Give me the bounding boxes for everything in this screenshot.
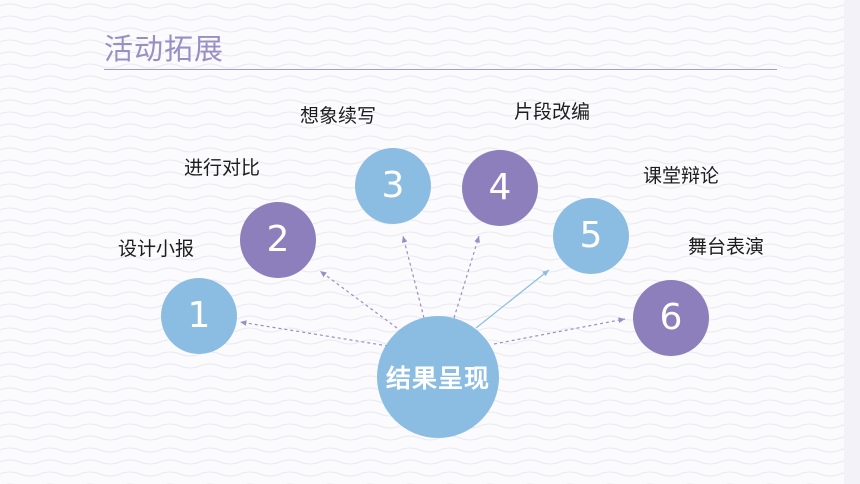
arrow-to-node-4 [453, 235, 480, 319]
hub-label: 结果呈现 [385, 364, 490, 393]
node-4: 4 [462, 150, 538, 226]
node-5-number: 5 [579, 215, 603, 256]
node-4-label: 片段改编 [514, 101, 591, 123]
node-3: 3 [355, 148, 431, 224]
arrow-to-node-3 [401, 235, 425, 319]
node-5: 5 [553, 198, 629, 274]
slide-title: 活动拓展 [104, 32, 225, 66]
arrow-to-node-1 [239, 320, 389, 347]
arrow-to-node-2 [319, 270, 398, 329]
node-6-number: 6 [659, 297, 683, 338]
hub-result-circle: 结果呈现 [377, 316, 499, 438]
node-3-number: 3 [381, 165, 405, 206]
node-2: 2 [240, 202, 316, 278]
node-6: 6 [633, 280, 709, 356]
node-2-label: 进行对比 [184, 157, 261, 179]
node-4-number: 4 [488, 167, 512, 208]
right-page-strip [844, 0, 860, 484]
arrow-to-node-5 [475, 269, 550, 329]
arrow-to-node-6 [493, 317, 626, 345]
node-1-number: 1 [187, 295, 211, 336]
node-1-label: 设计小报 [118, 238, 195, 260]
node-6-label: 舞台表演 [688, 236, 765, 258]
node-3-label: 想象续写 [300, 105, 377, 127]
node-2-number: 2 [266, 219, 290, 260]
node-1: 1 [161, 278, 237, 354]
title-divider [104, 69, 777, 70]
node-5-label: 课堂辩论 [643, 165, 720, 187]
